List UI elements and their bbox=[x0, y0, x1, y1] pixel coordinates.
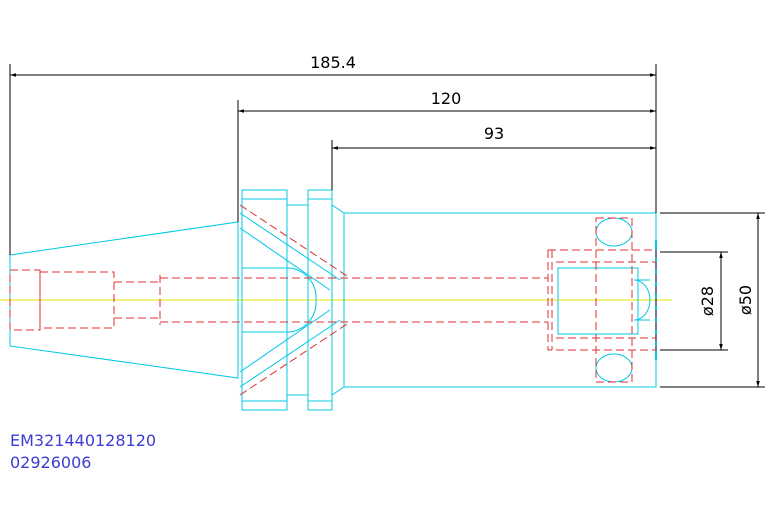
front-bore bbox=[557, 267, 639, 335]
side-screw-bottom bbox=[595, 353, 633, 383]
dim-gauge-length: 93 bbox=[484, 124, 504, 143]
part-number: 02926006 bbox=[10, 453, 91, 472]
dim-flange-to-end: 120 bbox=[431, 89, 462, 108]
dim-body-diameter: ø50 bbox=[736, 285, 755, 315]
side-screw-top bbox=[595, 217, 633, 247]
hidden-lines bbox=[9, 204, 657, 396]
dim-bore-diameter: ø28 bbox=[698, 286, 717, 316]
dimensions bbox=[9, 64, 765, 388]
part-code: EM321440128120 bbox=[10, 431, 156, 450]
dim-overall-length: 185.4 bbox=[310, 53, 356, 72]
